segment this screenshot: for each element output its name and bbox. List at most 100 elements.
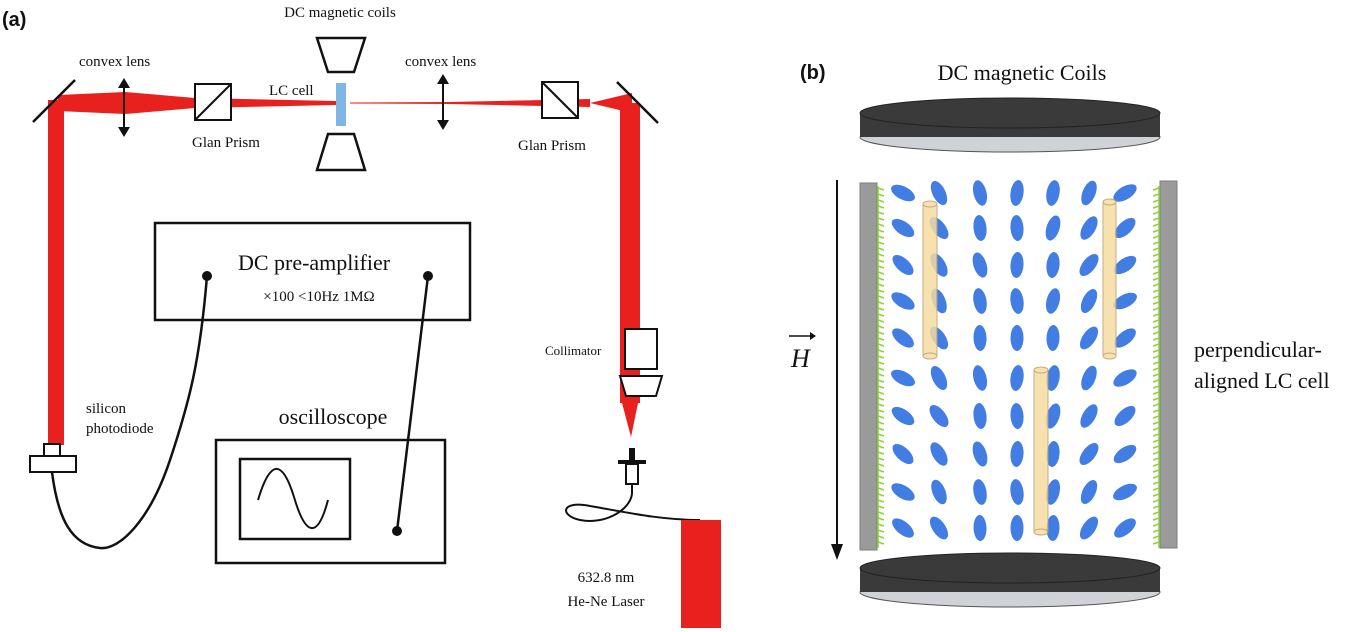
alignment-tick [877,343,885,347]
lc-molecule [1114,328,1136,348]
lc-molecule [1080,216,1098,240]
alignment-tick [877,223,885,227]
alignment-tick [877,373,885,377]
lc-molecule [1080,479,1098,505]
collimator-label: Collimator [545,343,602,358]
lc-molecule [1010,252,1024,278]
lc-molecule [1010,288,1024,314]
panel-b-tag: (b) [800,62,826,84]
alignment-tick [877,247,885,251]
alignment-tick [877,205,885,209]
alignment-tick [877,511,885,515]
lc-molecule [1081,180,1097,206]
lc-molecule [931,479,947,505]
lc-molecule [972,252,988,278]
alignment-tick [1152,253,1160,257]
alignment-tick [1152,313,1160,317]
alignment-tick [877,463,885,467]
alignment-tick [877,265,885,269]
alignment-tick [877,397,885,401]
substrate-right [1159,180,1178,549]
alignment-tick [1152,433,1160,437]
photodiode-cable [50,275,209,550]
alignment-tick [877,481,885,485]
alignment-tick [1152,205,1160,209]
laser-beam-vertical-left [48,100,64,445]
alignment-tick [1152,427,1160,431]
cell-label-line1: perpendicular- [1194,337,1322,362]
lc-molecule [1046,180,1060,206]
lc-molecule [892,328,914,348]
lc-molecule [929,405,949,427]
alignment-tick [877,415,885,419]
field-arrow-head [831,544,843,560]
lc-molecule [891,292,915,310]
alignment-tick [1152,409,1160,413]
glan-prism-left-label: Glan Prism [192,135,260,151]
alignment-tick [877,361,885,365]
alignment-tick [877,421,885,425]
lc-molecule [1045,288,1061,314]
alignment-tick [877,445,885,449]
alignment-tick [1152,307,1160,311]
lc-molecule [1045,215,1061,241]
alignment-tick [877,283,885,287]
lc-molecule [1046,515,1060,541]
vector-arrow-head [810,332,816,340]
alignment-layer-left [877,186,885,548]
alignment-tick [1152,373,1160,377]
alignment-tick [877,229,885,233]
lc-molecule [929,516,949,540]
alignment-tick [877,193,885,197]
alignment-tick [1152,421,1160,425]
lc-molecule [892,254,914,276]
alignment-tick [1152,511,1160,515]
lc-molecule [1114,518,1136,538]
convex-lens-right-label: convex lens [405,54,476,70]
alignment-tick [1152,475,1160,479]
lc-molecule [972,180,988,206]
alignment-tick [877,529,885,533]
alignment-tick [1152,241,1160,245]
panel-b: (b) DC magnetic Coils H [789,60,1330,608]
alignment-tick [877,337,885,341]
alignment-tick [1152,517,1160,521]
lc-molecule [972,441,988,467]
collimator [618,328,664,397]
lc-molecule [930,365,948,391]
lc-molecule [930,442,948,466]
lc-molecule [930,180,948,206]
alignment-tick [1152,397,1160,401]
alignment-tick [877,499,885,503]
lc-molecule [1113,184,1137,202]
lc-molecule [892,443,914,465]
alignment-tick [1152,505,1160,509]
alignment-tick [1152,265,1160,269]
lc-molecule [1045,403,1061,429]
lc-molecule [1010,215,1024,241]
alignment-tick [877,541,885,545]
alignment-tick [1152,379,1160,383]
lc-molecule [1079,254,1099,276]
preamplifier-title: DC pre-amplifier [238,250,391,275]
alignment-tick [877,493,885,497]
alignment-tick [877,199,885,203]
alignment-tick [877,367,885,371]
coil-disk-top [859,97,1161,153]
preamplifier-specs: ×100 <10Hz 1MΩ [263,289,374,305]
alignment-tick [877,211,885,215]
dc-coils-label: DC magnetic coils [284,5,396,21]
alignment-tick [1152,391,1160,395]
lc-cell-label: LC cell [269,83,314,99]
laser-label-line1: 632.8 nm [578,570,635,586]
alignment-tick [1152,457,1160,461]
alignment-tick [877,391,885,395]
alignment-tick [1152,355,1160,359]
oscilloscope-label: oscilloscope [279,404,388,429]
lc-molecule [1113,255,1137,275]
alignment-tick [1152,289,1160,293]
lc-molecule [1114,217,1136,239]
alignment-tick [1152,277,1160,281]
lc-molecule [1113,292,1137,310]
